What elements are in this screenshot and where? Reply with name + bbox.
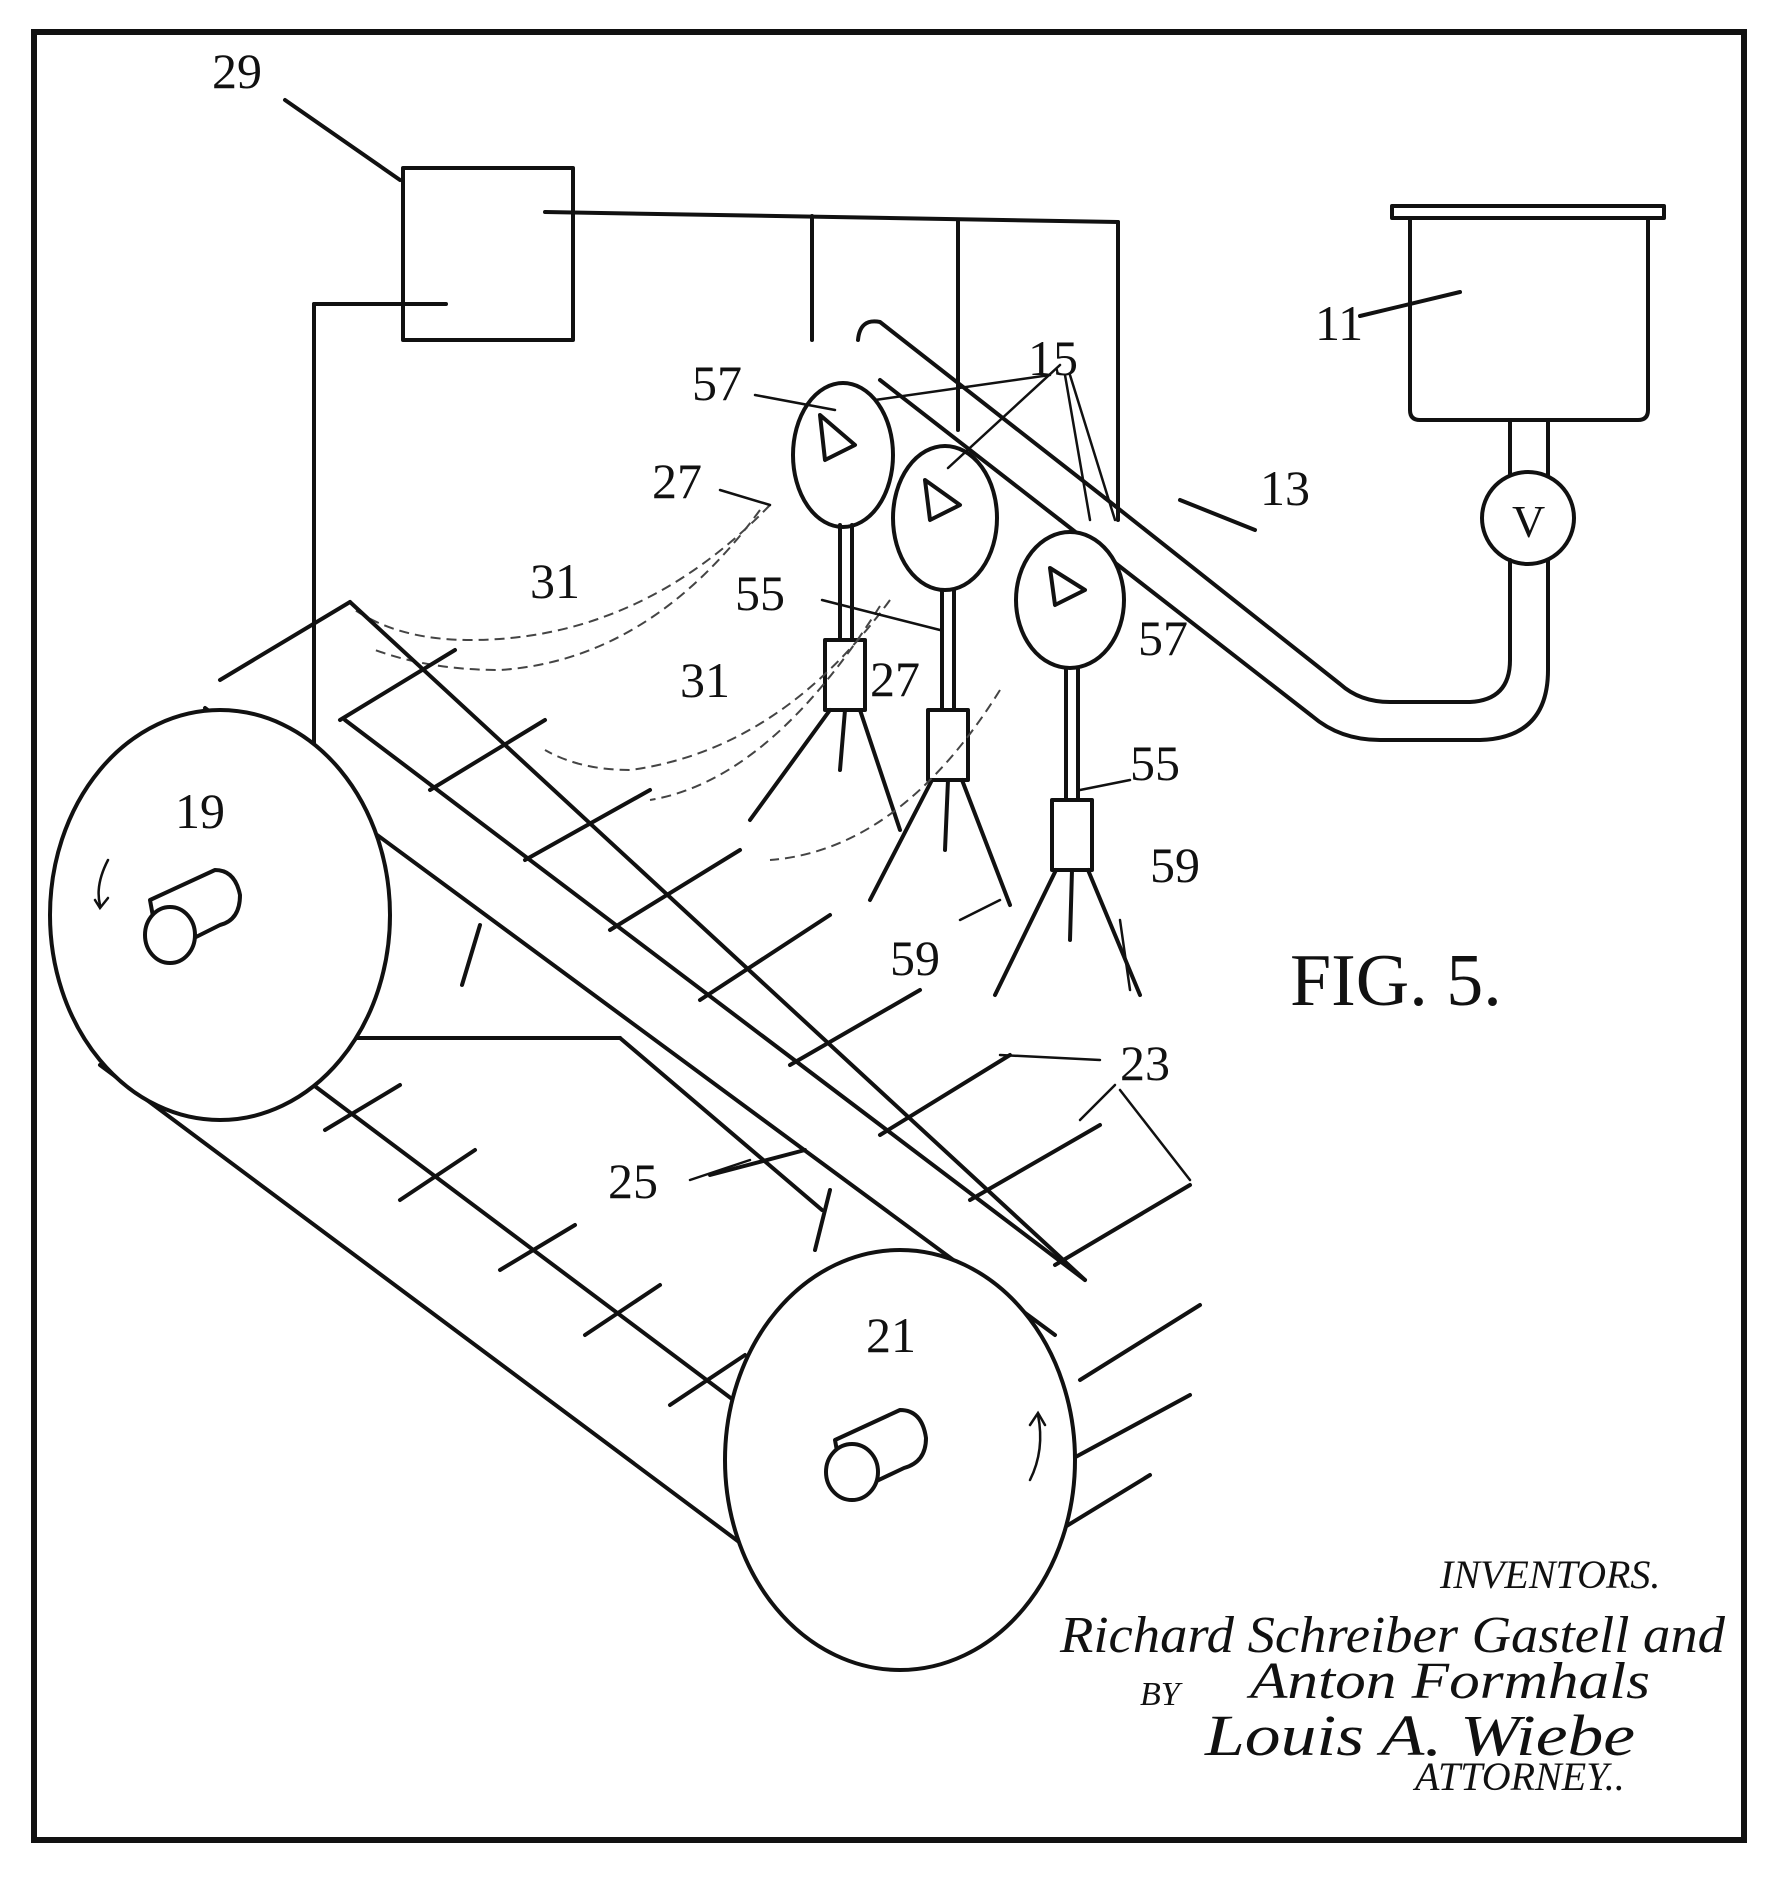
nozzle-assembly-1 [791,381,895,642]
signature-block: INVENTORS. Richard Schreiber Gastell and… [1059,1552,1726,1799]
fiber-streams-31 [354,504,1001,861]
ref-25: 25 [608,1153,658,1209]
inventors-heading: INVENTORS. [1439,1552,1660,1597]
ref-11: 11 [1315,295,1363,351]
ref-31-lower: 31 [680,652,730,708]
valve-label: V [1512,496,1545,547]
valve-v [1480,470,1576,566]
inventor-name-line-2: Anton Formhals [1246,1653,1650,1710]
tripod-stand-2 [868,708,1012,907]
tripod-stand-3 [993,798,1142,997]
collector-belt [48,600,1202,1672]
feed-pipe-13 [856,319,1576,742]
ref-59-middle: 59 [890,930,940,986]
leader-lines [688,363,1192,1182]
figure-label: FIG. 5. [1290,940,1502,1022]
roller-21 [723,1248,1077,1672]
spikes-23 [323,648,1202,1532]
attorney-signature: Louis A. Wiebe [1204,1703,1635,1768]
ref-55-lower: 55 [1130,735,1180,791]
ref-29: 29 [212,43,262,99]
ref-21: 21 [866,1307,916,1363]
ref-13: 13 [1260,460,1310,516]
ref-23: 23 [1120,1035,1170,1091]
ref-57-upper: 57 [692,355,742,411]
ref-27-lower: 27 [870,651,920,707]
ref-15: 15 [1028,330,1078,386]
ref-19: 19 [175,783,225,839]
attorney-label: ATTORNEY.. [1412,1754,1625,1799]
ref-55-upper: 55 [735,565,785,621]
roller-19 [48,708,392,1122]
by-label: BY [1140,1676,1183,1713]
nozzle-assembly-3 [1014,530,1126,802]
reservoir-11 [1358,204,1666,422]
drawing-border [31,29,1747,1843]
ref-57-lower: 57 [1138,610,1188,666]
ref-27-upper: 27 [652,453,702,509]
nozzle-assembly-2 [891,444,999,712]
ref-59-right: 59 [1150,837,1200,893]
ref-31-upper: 31 [530,553,580,609]
inventor-name-line-1: Richard Schreiber Gastell and [1059,1607,1726,1664]
